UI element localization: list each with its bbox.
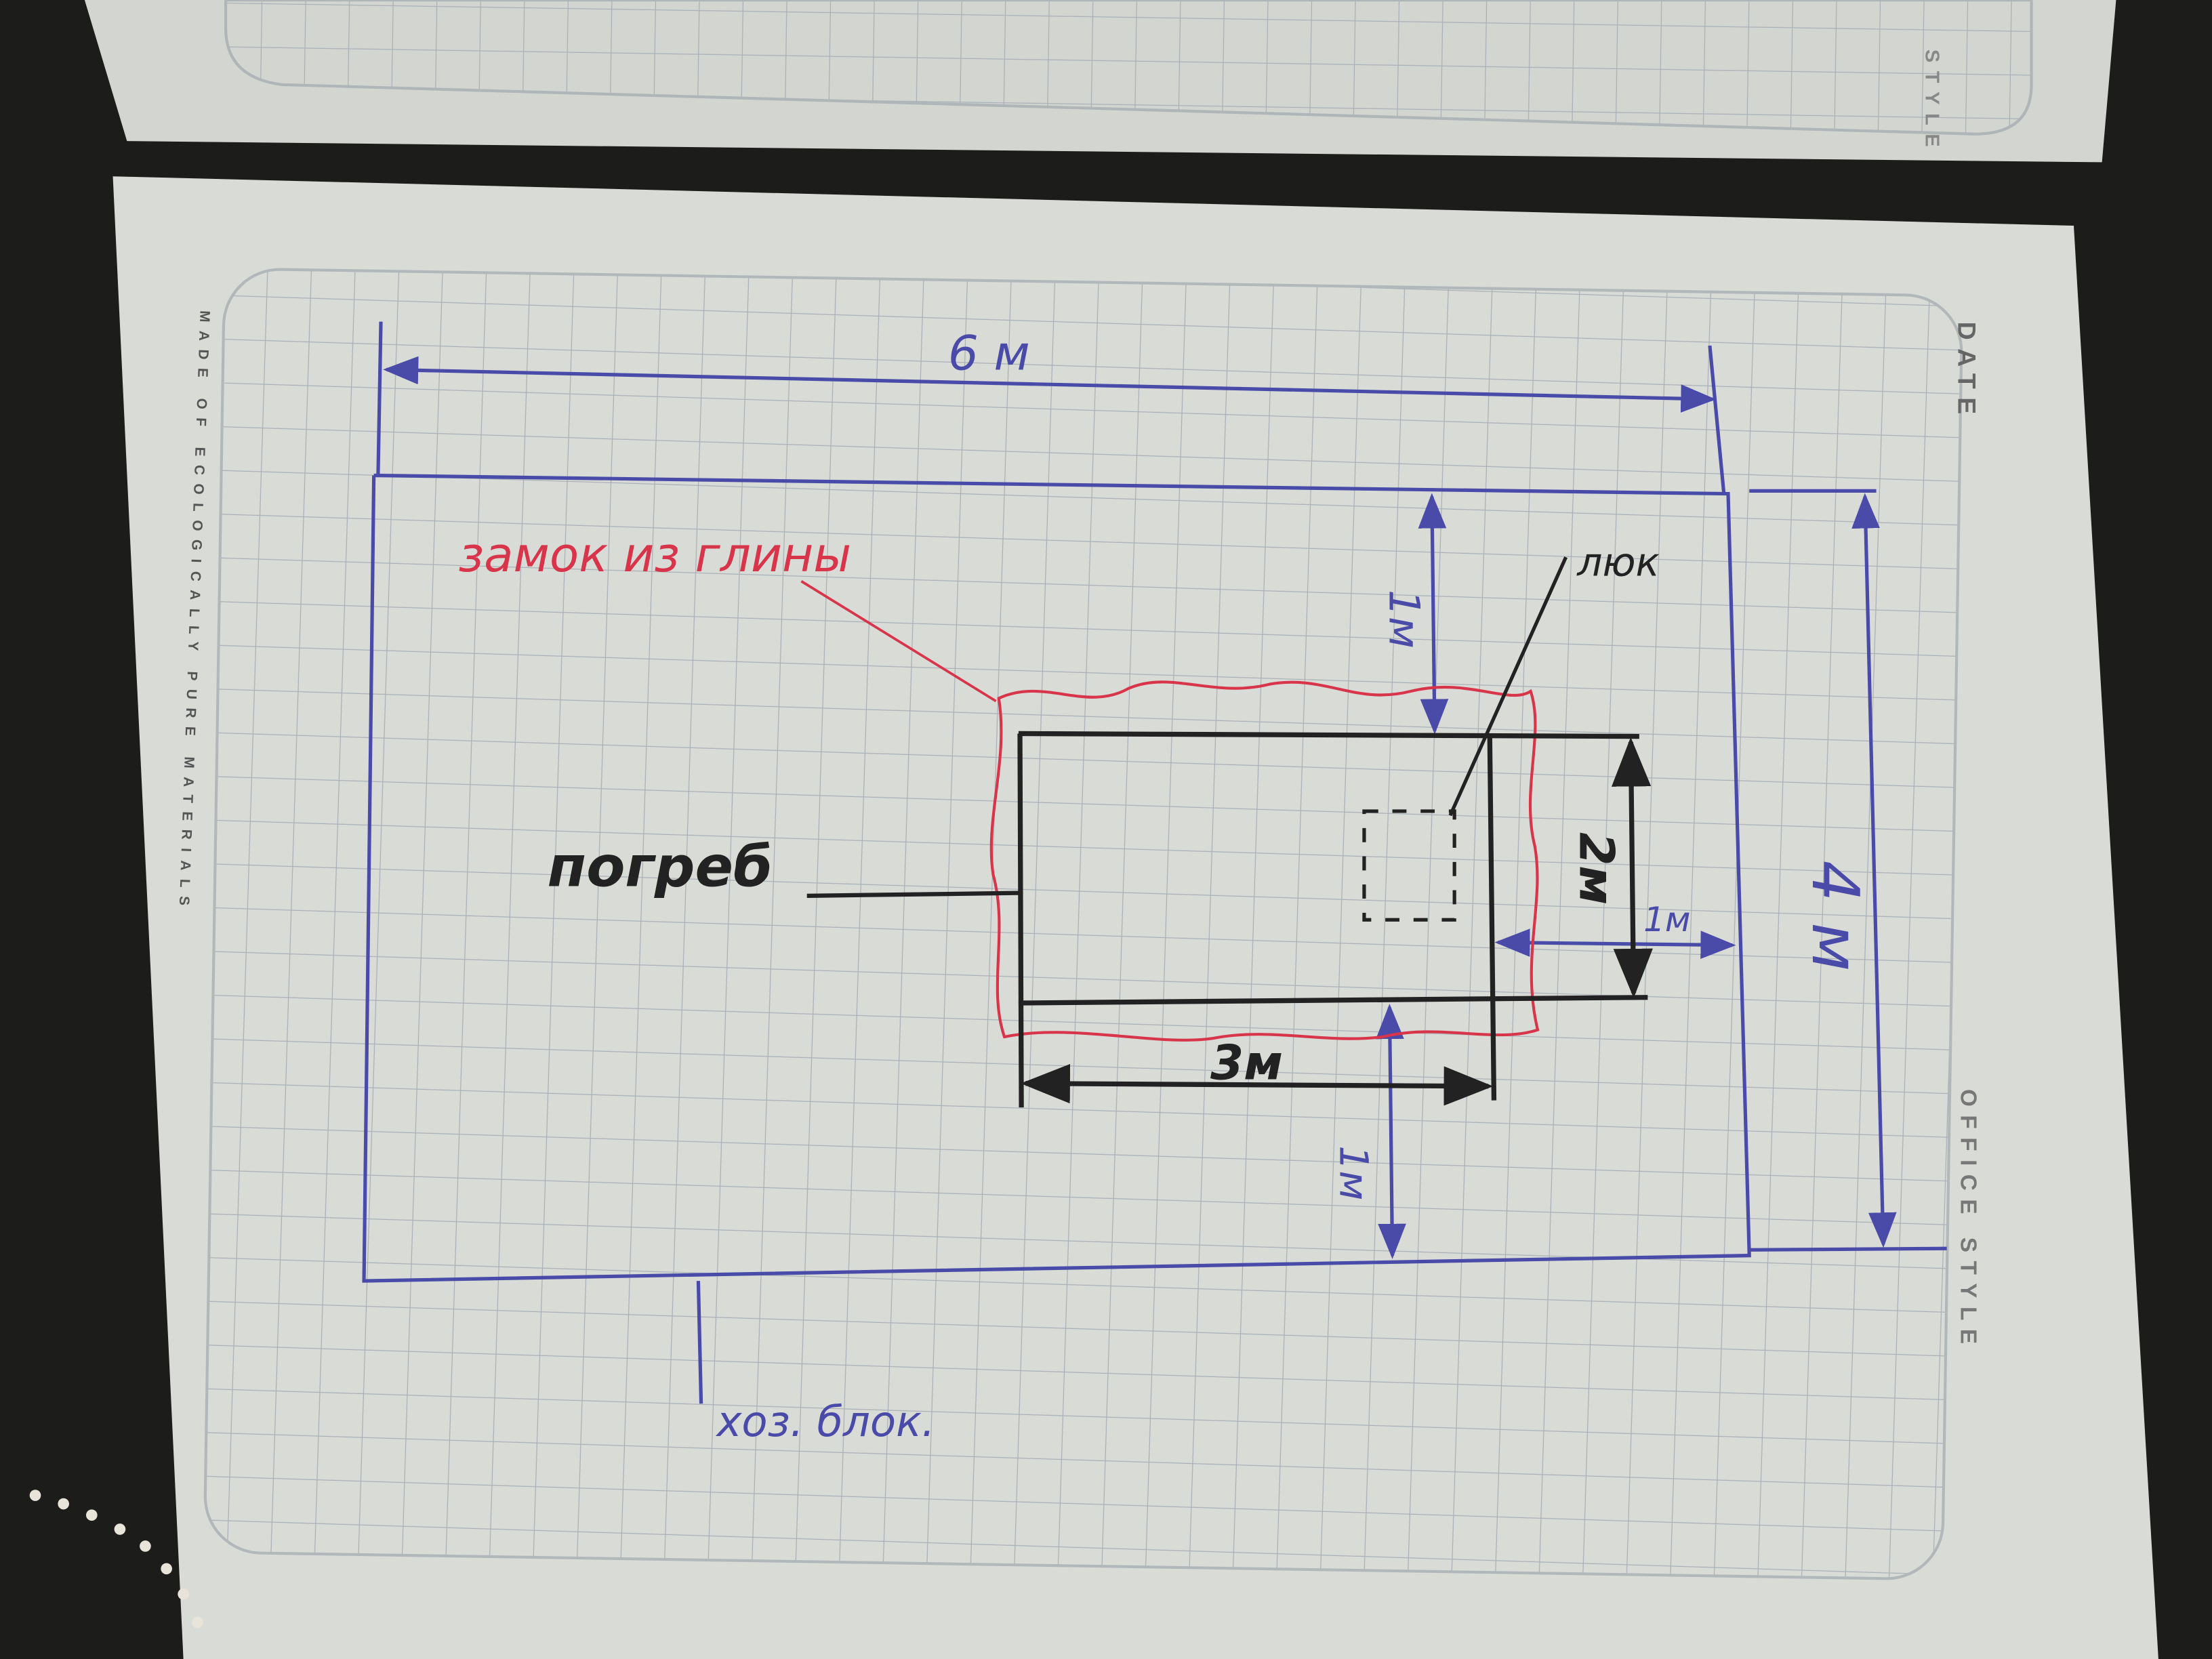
cellar — [806, 556, 1653, 1108]
clay-lock-leader — [800, 580, 997, 703]
clay-lock-label: замок из глины — [459, 527, 852, 583]
ring-binding — [29, 1490, 203, 1629]
hatch-label: люк — [1576, 539, 1659, 585]
cellar-width-label: 3м — [1210, 1034, 1283, 1090]
hatch-outline — [1362, 809, 1456, 922]
cellar-leader — [806, 890, 1019, 898]
right-offset-label: 1м — [1643, 900, 1690, 939]
top-offset-dimension — [1418, 493, 1449, 735]
date-label: DATE — [1952, 322, 1981, 423]
cellar-height-dimension — [1611, 737, 1653, 998]
total-width-label: 6 м — [948, 325, 1030, 381]
clay-lock-outline — [989, 680, 1540, 1042]
grid-area — [203, 268, 1963, 1580]
hatch-leader — [1448, 556, 1568, 817]
bottom-offset-dimension — [1376, 1004, 1406, 1259]
top-page-brand: STYLE — [1921, 49, 1942, 155]
bottom-offset-label: 1м — [1331, 1145, 1377, 1200]
total-height-label: 4 м — [1797, 861, 1873, 972]
top-page-grid-frame — [224, 0, 2033, 136]
width-dimension — [383, 356, 1717, 413]
top-offset-label: 1м — [1379, 590, 1429, 649]
shed-leader — [696, 1281, 703, 1404]
shed-label: хоз. блок. — [715, 1397, 935, 1446]
cellar-height-label: 2м — [1568, 832, 1624, 905]
cellar-label: погреб — [548, 834, 773, 899]
height-dimension — [1851, 493, 1897, 1248]
brand-label: OFFICE STYLE — [1955, 1089, 1980, 1353]
cellar-width-dimension — [1021, 1063, 1494, 1106]
plot-outline — [362, 321, 1947, 1283]
